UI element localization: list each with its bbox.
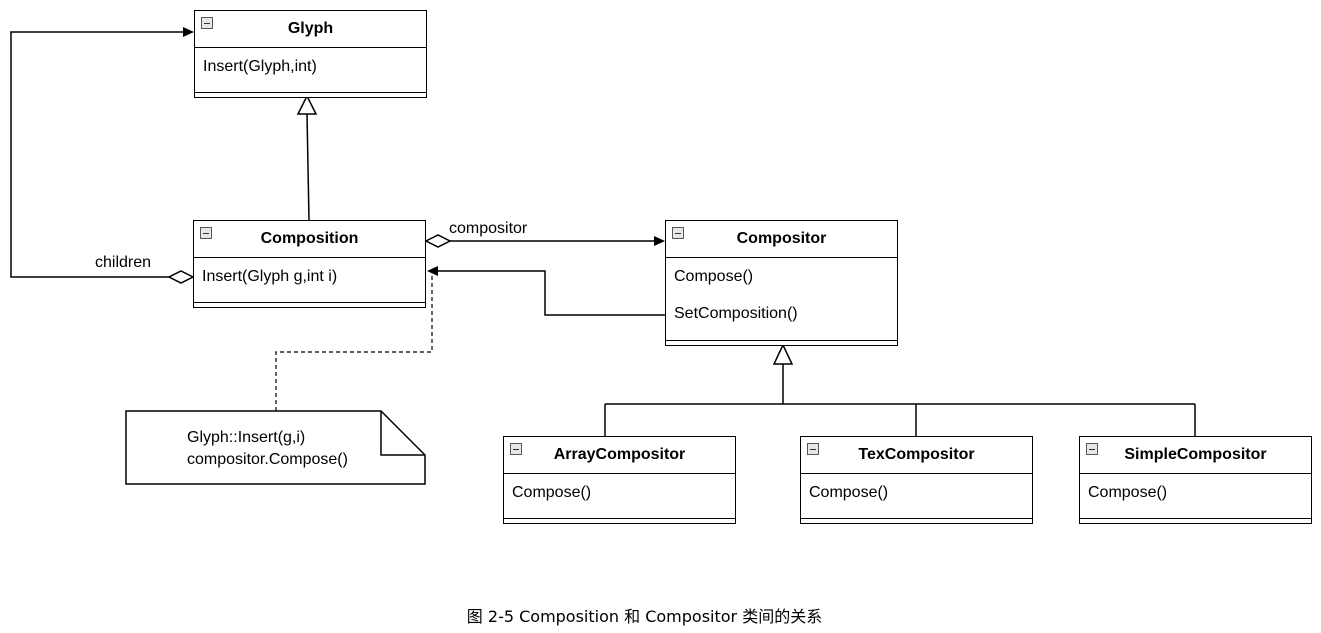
class-array-compositor[interactable]: ArrayCompositor Compose() xyxy=(503,436,736,524)
collapse-icon[interactable] xyxy=(200,227,212,239)
class-array-compositor-divider xyxy=(504,518,735,519)
class-simple-compositor-divider xyxy=(1080,518,1311,519)
class-array-compositor-method: Compose() xyxy=(512,484,592,501)
class-glyph[interactable]: Glyph Insert(Glyph,int) xyxy=(194,10,427,98)
class-array-compositor-name: ArrayCompositor xyxy=(553,446,686,463)
class-compositor-name: Compositor xyxy=(736,230,827,247)
children-label: children xyxy=(95,254,152,271)
class-compositor-method-compose: Compose() xyxy=(674,268,754,285)
collapse-icon[interactable] xyxy=(201,17,213,29)
collapse-icon[interactable] xyxy=(672,227,684,239)
class-composition-header: Composition xyxy=(194,221,425,258)
note-line-1: Glyph::Insert(g,i) xyxy=(187,429,306,446)
class-compositor-header: Compositor xyxy=(666,221,897,258)
compositor-aggregation-diamond xyxy=(424,234,452,248)
compositor-generalization-tree xyxy=(604,343,1196,436)
class-glyph-header: Glyph xyxy=(195,11,426,48)
collapse-icon[interactable] xyxy=(510,443,522,455)
note-link-connector xyxy=(275,276,433,412)
compositor-label: compositor xyxy=(449,220,528,237)
class-tex-compositor[interactable]: TexCompositor Compose() xyxy=(800,436,1033,524)
class-glyph-divider xyxy=(195,92,426,93)
generalization-triangle-glyph xyxy=(296,94,318,115)
class-glyph-method: Insert(Glyph,int) xyxy=(203,58,317,75)
class-compositor-method-set-composition: SetComposition() xyxy=(674,305,798,322)
class-simple-compositor-method: Compose() xyxy=(1088,484,1168,501)
note-shape xyxy=(125,410,426,485)
set-composition-connector xyxy=(427,266,665,316)
children-aggregation-diamond xyxy=(167,270,195,284)
figure-caption: 图 2-5 Composition 和 Compositor 类间的关系 xyxy=(466,607,823,626)
composition-generalization-connector xyxy=(296,94,318,221)
class-composition-method: Insert(Glyph g,int i) xyxy=(202,268,338,285)
compositor-aggregation-connector xyxy=(424,234,665,248)
class-composition-name: Composition xyxy=(260,230,359,247)
class-composition-divider xyxy=(194,302,425,303)
class-simple-compositor[interactable]: SimpleCompositor Compose() xyxy=(1079,436,1312,524)
note-line-2: compositor.Compose() xyxy=(187,451,348,468)
class-tex-compositor-method: Compose() xyxy=(809,484,889,501)
class-compositor[interactable]: Compositor Compose() SetComposition() xyxy=(665,220,898,346)
children-aggregation-connector xyxy=(10,27,195,284)
collapse-icon[interactable] xyxy=(1086,443,1098,455)
class-tex-compositor-divider xyxy=(801,518,1032,519)
class-array-compositor-header: ArrayCompositor xyxy=(504,437,735,474)
class-simple-compositor-name: SimpleCompositor xyxy=(1124,446,1267,463)
class-glyph-name: Glyph xyxy=(287,20,334,37)
collapse-icon[interactable] xyxy=(807,443,819,455)
class-simple-compositor-header: SimpleCompositor xyxy=(1080,437,1311,474)
class-composition[interactable]: Composition Insert(Glyph g,int i) xyxy=(193,220,426,308)
class-compositor-divider xyxy=(666,340,897,341)
class-tex-compositor-header: TexCompositor xyxy=(801,437,1032,474)
class-tex-compositor-name: TexCompositor xyxy=(858,446,975,463)
generalization-triangle-compositor xyxy=(772,343,794,365)
